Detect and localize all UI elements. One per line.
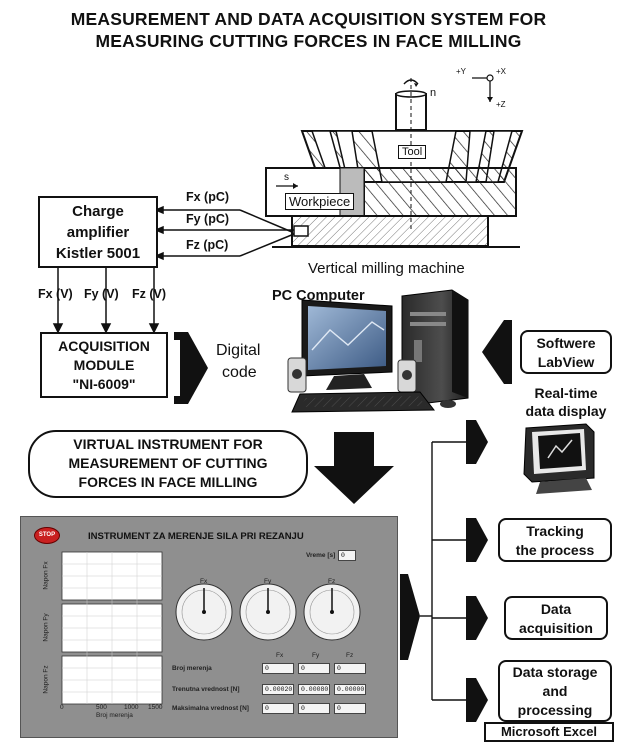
realtime-line1: Real-time [534, 385, 598, 401]
vi-chart-xtick-1000: 1000 [124, 704, 139, 711]
voltage-signal-lines [52, 268, 160, 334]
arrow-acquisition [466, 596, 488, 640]
col-label-fz: Fz [346, 652, 354, 659]
machine-caption: Vertical milling machine [308, 260, 465, 277]
realtime-line2: data display [525, 403, 607, 419]
vi-panel-title: INSTRUMENT ZA MERENJE SILA PRI REZANJU [88, 531, 304, 542]
amplifier-line3: Kistler 5001 [55, 245, 141, 262]
signal-fz-pc: Fz (pC) [186, 238, 229, 252]
max-fx-field: 0 [262, 703, 294, 714]
axis-z-label: +Z [496, 100, 506, 109]
digital-code-line1: Digital [216, 342, 261, 359]
microsoft-excel-box: Microsoft Excel [484, 722, 614, 742]
feed-label: s [284, 172, 289, 183]
count-fz-field: 0 [334, 663, 366, 674]
realtime-display-icon [523, 423, 595, 494]
vi-chart-xtick-0: 0 [60, 704, 64, 711]
acquisition-module-box: ACQUISITION MODULE "NI-6009" [40, 332, 168, 398]
arrow-storage [466, 678, 488, 722]
current-fz-field: 0.00000 [334, 684, 366, 695]
col-label-fy: Fy [312, 652, 320, 659]
storage-line2: and [542, 683, 568, 699]
acquisition-line3: "NI-6009" [72, 376, 136, 392]
data-acq-line1: Data [540, 601, 572, 617]
spindle-speed-label: n [430, 87, 437, 99]
tool-label: Tool [398, 145, 427, 159]
digital-code-arrow [174, 332, 208, 404]
vi-chart-ylabel-fx: Napon Fx [42, 561, 50, 590]
software-line2: LabView [537, 354, 595, 370]
arrow-tracking [466, 518, 488, 562]
max-fz-field: 0 [334, 703, 366, 714]
vi-chart-xtick-1500: 1500 [148, 704, 163, 711]
vi-time-label: Vreme [s] [306, 552, 336, 559]
gauge-label-fz: Fz [328, 578, 336, 585]
data-acq-line2: acquisition [519, 620, 593, 636]
current-fy-field: 0.00080 [298, 684, 330, 695]
count-fx-field: 0 [262, 663, 294, 674]
tracking-line1: Tracking [526, 523, 584, 539]
diagram-title-line1: MEASUREMENT AND DATA ACQUISITION SYSTEM … [70, 9, 547, 29]
software-labview-box: Softwere LabView [520, 330, 612, 374]
vi-chart-xlabel: Broj merenja [96, 712, 133, 719]
vi-chart-ylabel-fy: Napon Fy [42, 613, 50, 642]
charge-amplifier-box: Charge amplifier Kistler 5001 [38, 196, 158, 268]
vi-line3: FORCES IN FACE MILLING [78, 474, 258, 490]
tracking-process-box: Tracking the process [498, 518, 612, 562]
max-fy-field: 0 [298, 703, 330, 714]
current-fx-field: 0.00020 [262, 684, 294, 695]
row-label-current: Trenutna vrednost [N] [172, 686, 240, 693]
virtual-instrument-box: VIRTUAL INSTRUMENT FOR MEASUREMENT OF CU… [28, 430, 308, 498]
count-fy-field: 0 [298, 663, 330, 674]
software-arrow [482, 320, 512, 384]
row-label-count: Broj merenja [172, 665, 212, 672]
digital-code-line2: code [222, 364, 257, 381]
signal-fy-pc: Fy (pC) [186, 212, 230, 226]
stop-button[interactable]: STOP [34, 527, 60, 544]
storage-line1: Data storage [512, 664, 598, 680]
amplifier-line2: amplifier [66, 224, 130, 241]
signal-fy-v: Fy (V) [84, 287, 119, 301]
col-label-fx: Fx [276, 652, 284, 659]
vi-line1: VIRTUAL INSTRUMENT FOR [73, 436, 263, 452]
amplifier-line1: Charge [72, 203, 124, 220]
axis-y-label: +Y [456, 67, 467, 76]
storage-line3: processing [517, 702, 593, 718]
output-distribution-tree [431, 441, 470, 701]
dynamometer [291, 215, 489, 247]
vi-down-arrow [314, 432, 394, 504]
data-acquisition-box: Data acquisition [504, 596, 608, 640]
vi-chart-xtick-500: 500 [96, 704, 107, 711]
row-label-max: Maksimalna vrednost [N] [172, 705, 249, 712]
signal-fx-v: Fx (V) [38, 287, 73, 301]
pc-computer-label: PC Computer [272, 288, 365, 304]
signal-fz-v: Fz (V) [132, 287, 167, 301]
tracking-line2: the process [515, 542, 595, 558]
acquisition-line2: MODULE [73, 357, 135, 373]
data-storage-box: Data storage and processing [498, 660, 612, 722]
charge-signal-lines [154, 205, 295, 261]
panel-output-arrow [400, 574, 420, 660]
vi-time-field: 0 [338, 550, 356, 561]
software-line1: Softwere [536, 335, 596, 351]
gauge-label-fx: Fx [200, 578, 208, 585]
vi-chart-ylabel-fz: Napon Fz [42, 665, 50, 694]
axis-x-label: +X [496, 67, 507, 76]
pc-computer-illustration [287, 289, 469, 413]
gauge-label-fy: Fy [264, 578, 272, 585]
signal-fx-pc: Fx (pC) [186, 190, 230, 204]
milling-machine [265, 74, 524, 248]
vi-line2: MEASUREMENT OF CUTTING [68, 455, 268, 471]
acquisition-line1: ACQUISITION [58, 338, 150, 354]
realtime-display-label: Real-time data display [516, 384, 616, 420]
diagram-title-line2: MEASURING CUTTING FORCES IN FACE MILLING [95, 31, 522, 51]
workpiece-label: Workpiece [285, 193, 355, 210]
arrow-realtime [466, 420, 488, 464]
